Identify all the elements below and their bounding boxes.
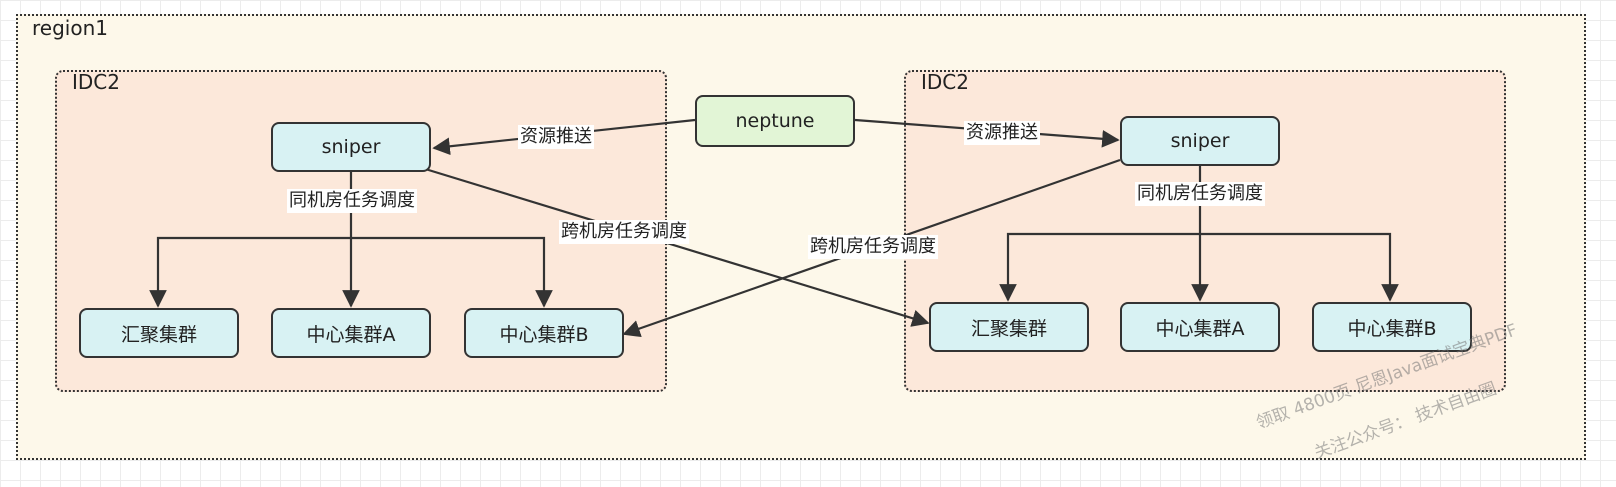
cluster-center-a-right-node[interactable]: 中心集群A <box>1120 302 1280 352</box>
edge-label-push-left: 资源推送 <box>518 125 594 149</box>
edge-label-same-left: 同机房任务调度 <box>287 189 417 213</box>
cluster-agg-right-node[interactable]: 汇聚集群 <box>929 302 1089 352</box>
idc-left-label: IDC2 <box>72 70 120 94</box>
sniper-left-node[interactable]: sniper <box>271 122 431 172</box>
edge-label-cross-left: 跨机房任务调度 <box>559 220 689 244</box>
edge-label-same-right: 同机房任务调度 <box>1135 182 1265 206</box>
cluster-center-b-right-node[interactable]: 中心集群B <box>1312 302 1472 352</box>
edge-cross-left <box>421 166 930 327</box>
edge-label-push-right: 资源推送 <box>964 121 1040 145</box>
sniper-right-node[interactable]: sniper <box>1120 116 1280 166</box>
cluster-center-b-left-node[interactable]: 中心集群B <box>464 308 624 358</box>
cluster-agg-left-node[interactable]: 汇聚集群 <box>79 308 239 358</box>
edge-label-cross-right: 跨机房任务调度 <box>808 235 938 259</box>
neptune-node[interactable]: neptune <box>695 95 855 147</box>
cluster-center-a-left-node[interactable]: 中心集群A <box>271 308 431 358</box>
region-label: region1 <box>32 16 108 40</box>
idc-right-label: IDC2 <box>921 70 969 94</box>
